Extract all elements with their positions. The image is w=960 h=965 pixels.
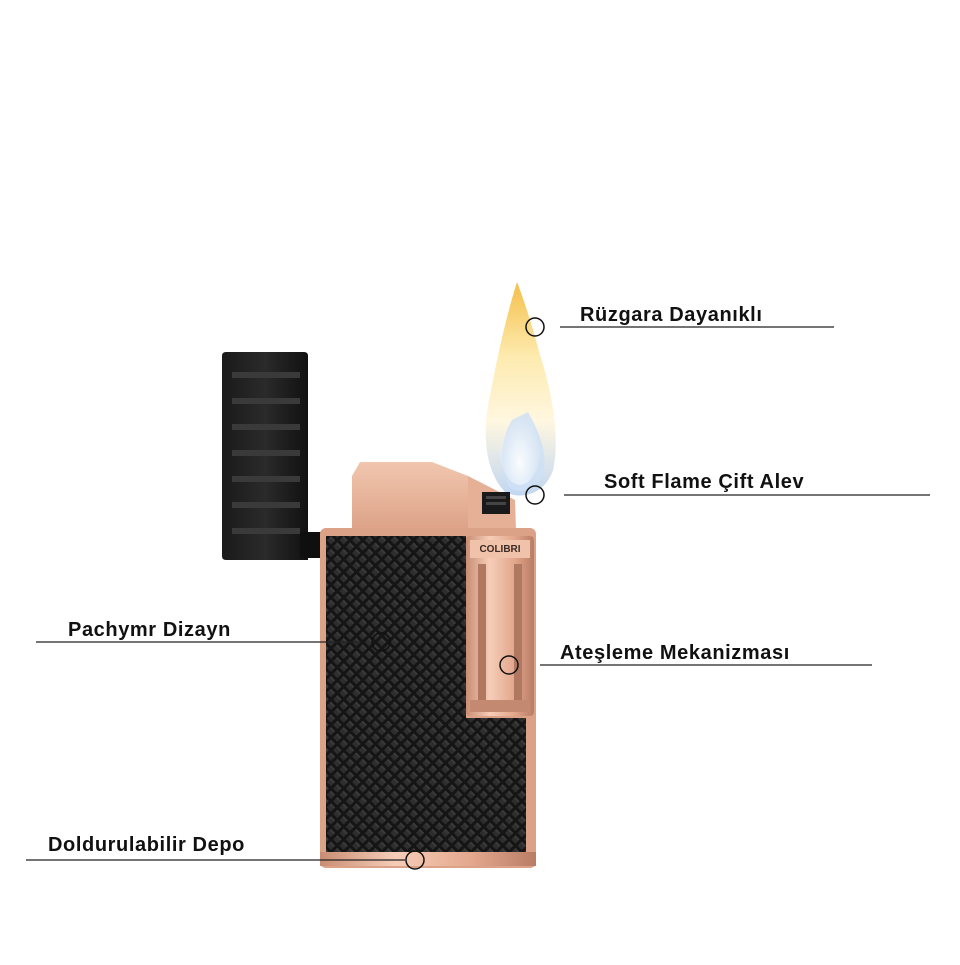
lid	[222, 352, 322, 560]
burner-head	[352, 462, 516, 530]
marker-ignition	[499, 655, 519, 675]
callout-label-wind: Rüzgara Dayanıklı	[580, 304, 763, 326]
flame	[485, 282, 556, 496]
brand-logo-text: COLIBRI	[479, 544, 520, 555]
marker-wind	[525, 317, 545, 337]
marker-flame	[525, 485, 545, 505]
callout-label-ignition: Ateşleme Mekanizması	[560, 642, 790, 664]
callout-label-pattern: Pachymr Dizayn	[68, 619, 231, 641]
callout-label-flame: Soft Flame Çift Alev	[604, 471, 805, 493]
callout-label-tank: Doldurulabilir Depo	[48, 834, 245, 856]
callout-markers	[371, 317, 545, 870]
ignition-column: COLIBRI	[466, 536, 534, 716]
marker-pattern	[371, 632, 391, 652]
callout-lines	[26, 326, 930, 861]
marker-tank	[405, 850, 425, 870]
